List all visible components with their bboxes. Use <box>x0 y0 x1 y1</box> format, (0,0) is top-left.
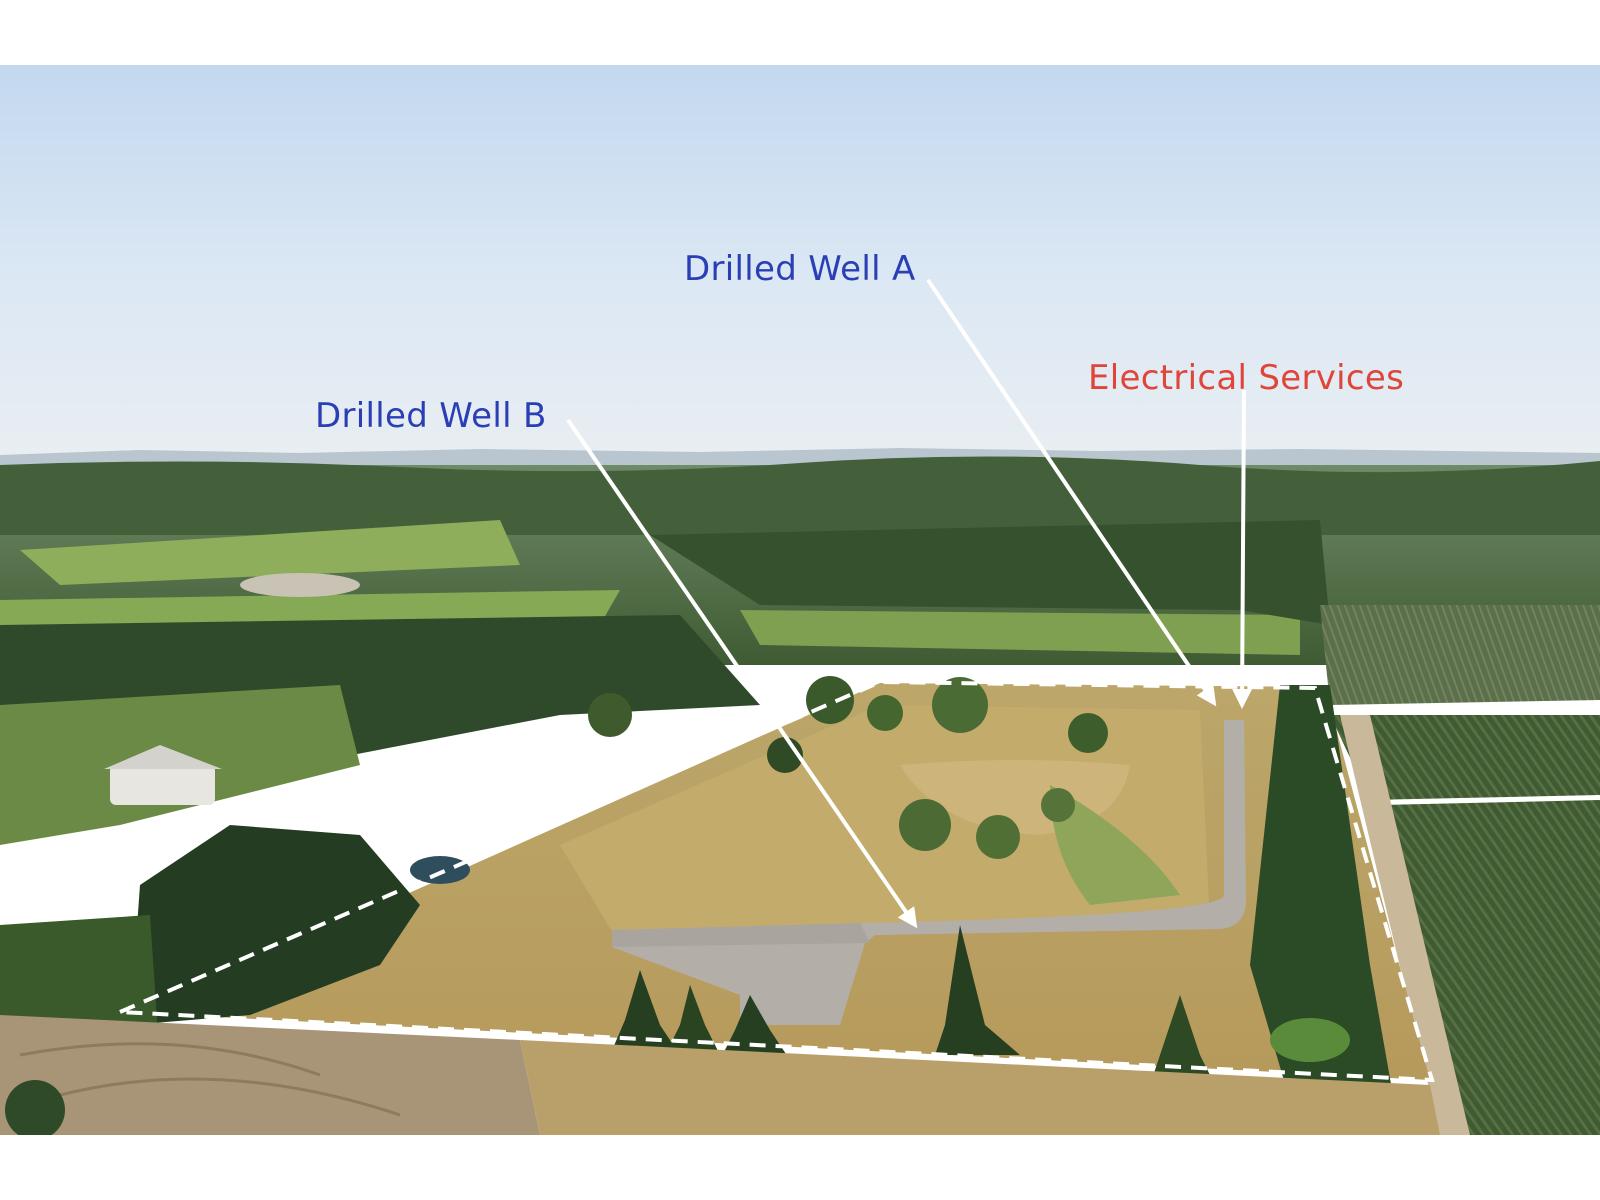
label-electrical-services: Electrical Services <box>1088 358 1405 398</box>
label-drilled-well-b: Drilled Well B <box>315 396 547 436</box>
arrow-electrical-services <box>1232 389 1253 709</box>
foreground-grass <box>520 1040 1440 1135</box>
property-boundary <box>119 679 1435 1083</box>
barn-roof <box>240 573 360 597</box>
aerial-photo <box>0 65 1600 1135</box>
tree <box>588 693 632 737</box>
blueberry-field-1 <box>1330 715 1600 800</box>
foreground-dirt <box>0 1015 540 1135</box>
conifer <box>935 925 1020 1055</box>
sky <box>0 65 1600 465</box>
label-drilled-well-a: Drilled Well A <box>684 249 916 289</box>
forest-center <box>650 520 1330 625</box>
tree <box>806 676 854 724</box>
arrow-drilled-well-a <box>926 278 1217 707</box>
mown-field <box>560 705 1210 945</box>
tree <box>932 677 988 733</box>
tire-tracks <box>19 1042 401 1117</box>
conifer <box>610 970 680 1055</box>
turnaround-pad <box>612 923 870 947</box>
small-pond <box>410 856 470 884</box>
house-roof <box>104 745 222 769</box>
tree <box>1041 788 1075 822</box>
pasture-left <box>20 520 520 585</box>
house <box>110 765 215 805</box>
shrub <box>5 1080 65 1135</box>
arrow-drilled-well-b <box>566 418 918 929</box>
pond-green <box>1270 1018 1350 1062</box>
aerial-scene <box>0 65 1600 1135</box>
tree <box>1068 713 1108 753</box>
farm-lane <box>1340 715 1470 1135</box>
tree-line <box>0 456 1600 535</box>
gravel-driveway <box>612 720 1246 1025</box>
tree <box>976 815 1020 859</box>
conifer <box>665 985 720 1055</box>
tree <box>867 695 903 731</box>
blueberry-field-2 <box>1380 800 1600 1135</box>
green-patch <box>1050 785 1180 905</box>
field-upper-right <box>1320 605 1600 705</box>
tree <box>899 799 951 851</box>
